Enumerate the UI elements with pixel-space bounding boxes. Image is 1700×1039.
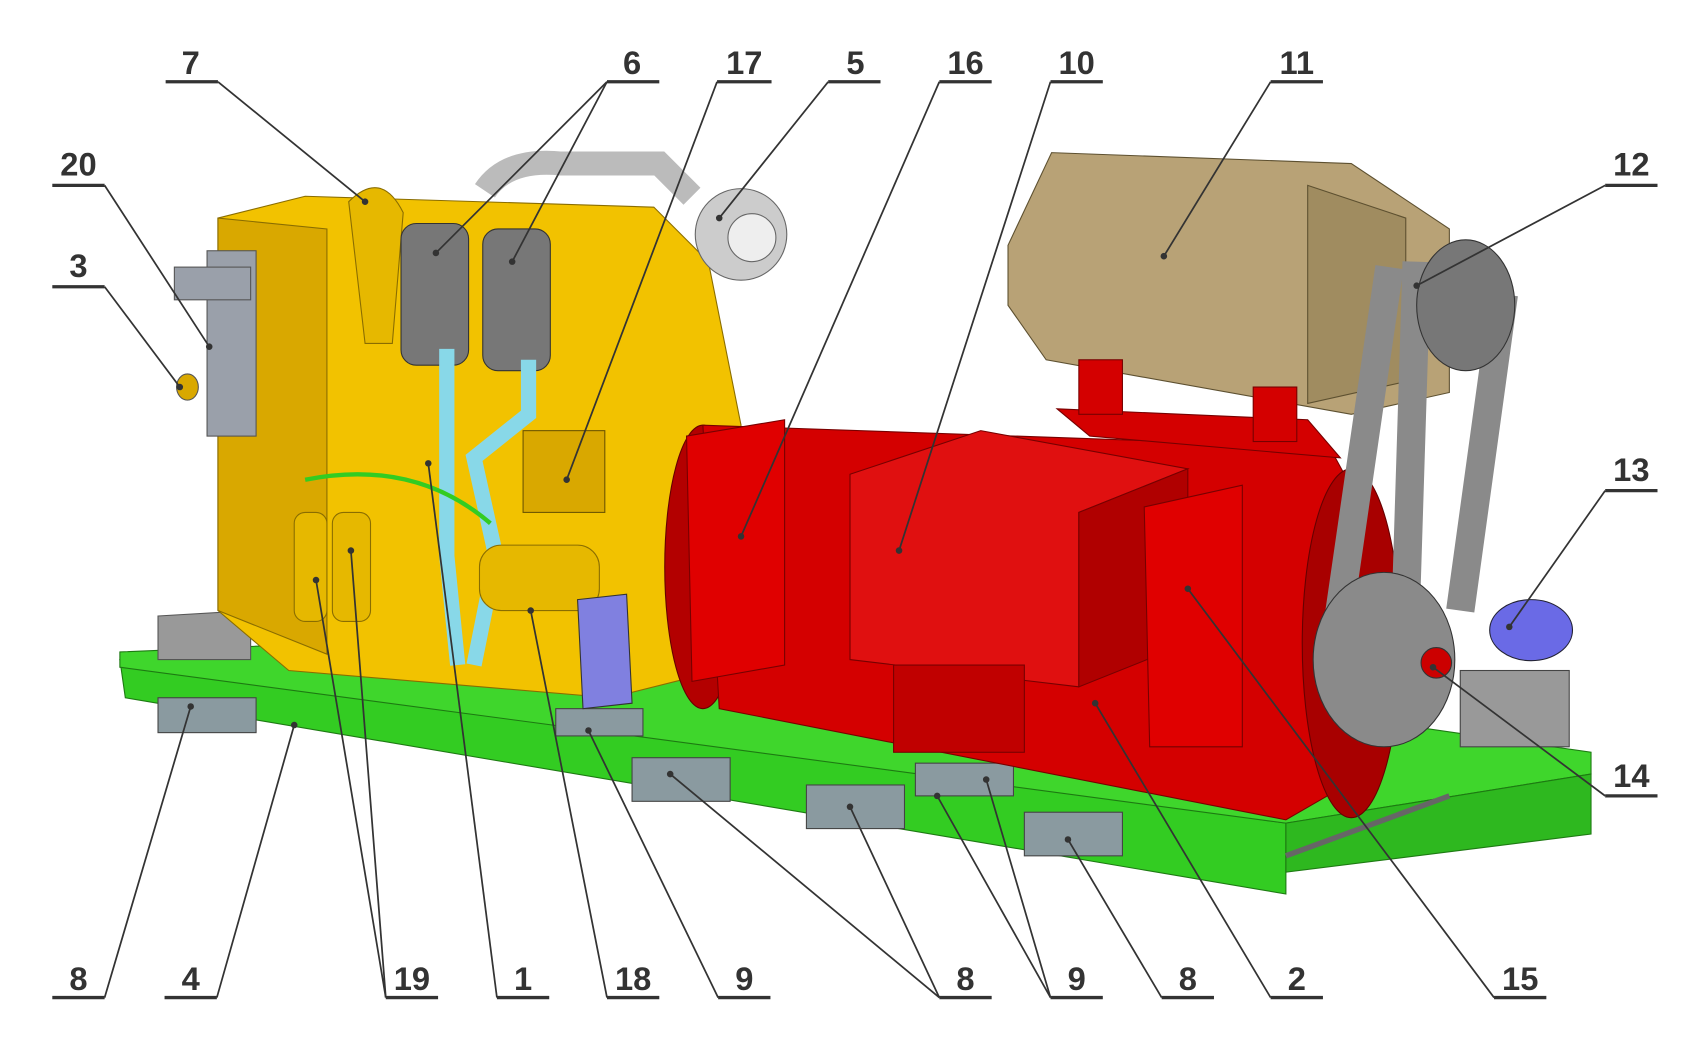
callout-7: 7: [165, 44, 369, 205]
callout-10: 10: [895, 44, 1103, 554]
callout-8-right: 8: [1064, 836, 1214, 1000]
callout-label: 9: [1068, 960, 1086, 997]
callout-4: 4: [164, 721, 298, 1000]
callout-13: 13: [1506, 451, 1658, 631]
callout-label: 5: [846, 44, 864, 81]
callout-8-left: 8: [52, 703, 194, 1000]
callout-label: 8: [1179, 960, 1197, 997]
callout-label: 3: [69, 247, 87, 284]
callout-label: 12: [1613, 146, 1649, 183]
callout-1: 1: [425, 460, 550, 1000]
callout-label: 16: [947, 44, 983, 81]
callout-19: 19: [312, 547, 439, 1000]
callout-3: 3: [52, 247, 184, 391]
callout-label: 9: [735, 960, 753, 997]
callout-18: 18: [527, 607, 660, 1000]
callout-label: 13: [1613, 451, 1649, 488]
callout-6: 6: [432, 44, 660, 265]
callout-5: 5: [715, 44, 881, 222]
callout-15: 15: [1184, 585, 1547, 1000]
callout-17: 17: [563, 44, 772, 483]
electric-motor: [1007, 152, 1450, 443]
callout-11: 11: [1160, 44, 1323, 260]
callout-label: 14: [1613, 757, 1649, 794]
belt-drive: [1312, 239, 1574, 748]
callout-label: 4: [182, 960, 200, 997]
callout-label: 15: [1502, 960, 1538, 997]
callout-2: 2: [1091, 699, 1323, 1000]
callout-label: 6: [623, 44, 641, 81]
callout-9-left: 9: [585, 727, 771, 1000]
callout-label: 8: [69, 960, 87, 997]
callout-12: 12: [1413, 146, 1658, 289]
callout-8-middle: 8: [666, 770, 992, 1000]
callout-label: 17: [726, 44, 762, 81]
callout-label: 1: [514, 960, 532, 997]
callout-label: 18: [615, 960, 651, 997]
callout-9-middle: 9: [933, 776, 1103, 1000]
callout-14: 14: [1429, 663, 1658, 798]
callout-label: 11: [1280, 44, 1315, 81]
callout-label: 2: [1288, 960, 1306, 997]
callout-label: 8: [956, 960, 974, 997]
callout-label: 19: [394, 960, 430, 997]
callout-label: 20: [60, 146, 96, 183]
callout-label: 10: [1058, 44, 1094, 81]
callouts: 7 6 17 5 16 10 11 12 13 14 20 3 8 4 19 1…: [52, 44, 1658, 1000]
callout-label: 7: [182, 44, 200, 81]
callout-20: 20: [52, 146, 213, 350]
callout-16: 16: [737, 44, 992, 540]
generator: [664, 408, 1401, 821]
